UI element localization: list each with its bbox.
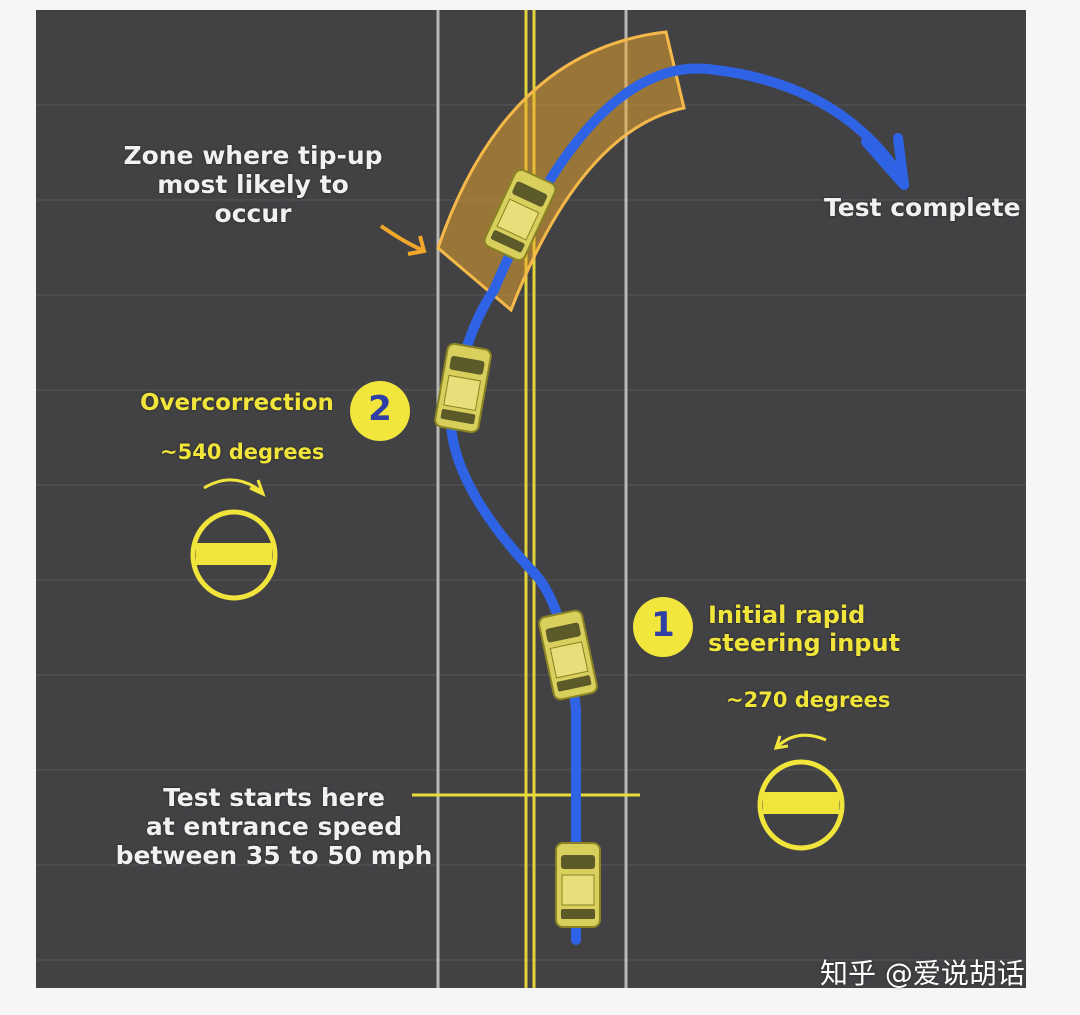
- rotation-arrow-icon: [773, 735, 789, 750]
- test-complete-label: Test complete: [824, 193, 1021, 222]
- rotation-arrow-icon: [203, 478, 263, 494]
- start-label-line-2: at entrance speed: [145, 811, 403, 841]
- car-icon: [555, 842, 601, 928]
- steering-wheel-icon: [190, 509, 278, 601]
- car-icon: [433, 341, 493, 435]
- car-icon: [536, 608, 600, 702]
- zone-label: Zone where tip-up most likely to occur: [118, 141, 388, 228]
- start-label-line-3: between 35 to 50 mph: [115, 840, 433, 870]
- overcorrection-label: Overcorrection: [140, 390, 334, 416]
- step-2-badge: [350, 381, 410, 441]
- initial-input-line-1: Initial rapid: [708, 601, 866, 629]
- degrees-540-label: ~540 degrees: [160, 440, 325, 464]
- zone-label-line-1: Zone where tip-up: [123, 141, 383, 170]
- degrees-270-label: ~270 degrees: [726, 688, 891, 712]
- vehicle-path: [445, 63, 901, 945]
- step-2-number: 2: [368, 389, 392, 429]
- start-label: Test starts here at entrance speed betwe…: [114, 783, 434, 870]
- steering-wheel-icon: [757, 759, 845, 851]
- maneuver-diagram: Zone where tip-up most likely to occur T…: [36, 10, 1026, 988]
- step-1-badge: [633, 597, 693, 657]
- zone-label-line-2: most likely to occur: [157, 169, 349, 228]
- rotation-arrow-icon: [776, 733, 827, 748]
- start-label-line-1: Test starts here: [163, 783, 385, 812]
- watermark: 知乎 @爱说胡话: [820, 957, 1025, 990]
- road-graphic: [36, 10, 1026, 988]
- initial-input-label: Initial rapid steering input: [708, 601, 901, 657]
- step-1-number: 1: [651, 605, 675, 645]
- zone-pointer-arrowhead: [407, 235, 427, 256]
- rotation-arrow-icon: [249, 479, 266, 497]
- initial-input-line-2: steering input: [708, 628, 901, 657]
- direction-arrow-icon: [861, 133, 909, 190]
- zone-pointer-arrow: [379, 224, 423, 252]
